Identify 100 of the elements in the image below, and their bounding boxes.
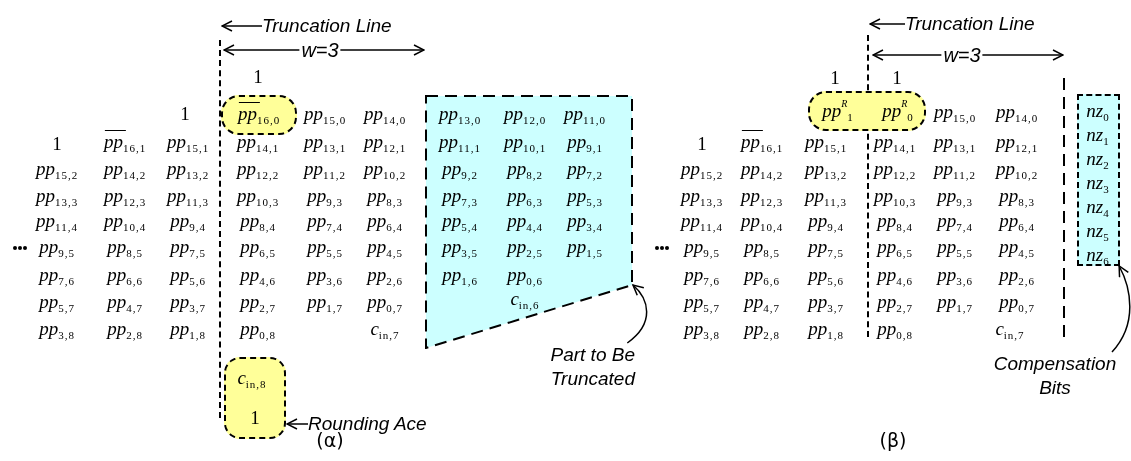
matrix-term: pp$_{7,4}$ <box>307 211 343 233</box>
matrix-term: pp$_{5,4}$ <box>442 211 478 233</box>
matrix-term: pp$_{0,7}$ <box>367 292 403 314</box>
digit-text: 1 <box>892 67 902 87</box>
dimension-label: w=3 <box>941 45 983 65</box>
matrix-term: pp$_{4,7}$ <box>744 292 780 314</box>
matrix-term: pp$_{3,7}$ <box>808 292 844 314</box>
matrix-term: pp$_{10,1}$ <box>503 132 547 154</box>
matrix-term: pp$_{2,7}$ <box>240 292 276 314</box>
matrix-term: pp$_{1,8}$ <box>808 319 844 341</box>
matrix-term: pp$_{5,5}$ <box>937 237 973 259</box>
arrow <box>286 418 309 430</box>
matrix-term: pp$_{13,3}$ <box>35 186 79 208</box>
matrix-term: pp$_{11,0}$ <box>564 104 606 126</box>
matrix-term: pp$_{0,7}$ <box>999 292 1035 314</box>
highlight-box <box>224 357 286 439</box>
matrix-term: pp$_{13,2}$ <box>166 159 210 181</box>
matrix-term: pp$_{10,2}$ <box>363 159 407 181</box>
matrix-term: pp$_{2,6}$ <box>999 265 1035 287</box>
matrix-term: nz$_{1}$ <box>1086 125 1110 147</box>
matrix-term: pp$_{7,2}$ <box>567 159 603 181</box>
matrix-term: pp$_{0,8}$ <box>240 319 276 341</box>
matrix-term: pp$_{4,7}$ <box>107 292 143 314</box>
matrix-term: pp$_{11,4}$ <box>681 211 723 233</box>
matrix-term: pp$_{5,7}$ <box>684 292 720 314</box>
matrix-term: pp$_{4,6}$ <box>877 265 913 287</box>
matrix-term: c$_{in,7}$ <box>995 319 1025 341</box>
matrix-term: pp$_{6,4}$ <box>999 211 1035 233</box>
matrix-term: pp$_{1,7}$ <box>307 292 343 314</box>
matrix-term: pp$_{5,6}$ <box>808 265 844 287</box>
matrix-term: nz$_{3}$ <box>1086 173 1110 195</box>
matrix-term: pp$_{12,1}$ <box>995 132 1039 154</box>
matrix-term: nz$_{2}$ <box>1086 149 1110 171</box>
matrix-term: pp$_{3,8}$ <box>39 319 75 341</box>
matrix-term: pp$_{2,6}$ <box>367 265 403 287</box>
matrix-term: pp$_{12,3}$ <box>103 186 147 208</box>
matrix-term: pp$_{14,1}$ <box>873 132 917 154</box>
matrix-term: c$_{in,7}$ <box>370 319 400 341</box>
matrix-term: pp$_{16,1}$ <box>103 132 147 154</box>
matrix-term: pp$_{2,8}$ <box>107 319 143 341</box>
matrix-term: pp$_{9,4}$ <box>808 211 844 233</box>
matrix-term: c$_{in,8}$ <box>237 368 267 390</box>
matrix-term: pp$_{8,2}$ <box>507 159 543 181</box>
matrix-term: pp$_{11,3}$ <box>167 186 209 208</box>
matrix-term: pp$_{6,3}$ <box>507 186 543 208</box>
matrix-term: pp$_{7,5}$ <box>170 237 206 259</box>
matrix-term: pp$_{15,2}$ <box>680 159 724 181</box>
matrix-term: pp$_{9,5}$ <box>39 237 75 259</box>
panel-caption: (α) <box>316 430 344 450</box>
matrix-term: pp$_{9,4}$ <box>170 211 206 233</box>
matrix-term: pp$_{8,4}$ <box>877 211 913 233</box>
digit-text: 1 <box>253 66 263 86</box>
matrix-term: pp$_{14,0}$ <box>363 104 407 126</box>
matrix-term: pp$_{12,3}$ <box>740 186 784 208</box>
matrix-term: pp$_{12,1}$ <box>363 132 407 154</box>
matrix-term: pp$_{6,4}$ <box>367 211 403 233</box>
matrix-term: pp$_{16,0}$ <box>237 104 281 126</box>
matrix-term: pp$_{8,3}$ <box>367 186 403 208</box>
matrix-term: pp$_{9,3}$ <box>937 186 973 208</box>
matrix-term: pp$_{7,4}$ <box>937 211 973 233</box>
matrix-term: pp$_{3,4}$ <box>567 211 603 233</box>
arrow <box>869 18 906 30</box>
matrix-term: pp$_{5,5}$ <box>307 237 343 259</box>
matrix-term: pp$_{13,2}$ <box>804 159 848 181</box>
digit-text: 1 <box>180 103 190 123</box>
matrix-term: pp$_{7,6}$ <box>684 265 720 287</box>
matrix-term: pp$_{14,0}$ <box>995 102 1039 124</box>
matrix-term: pp$_{8,3}$ <box>999 186 1035 208</box>
matrix-term: pp$_{15,2}$ <box>35 159 79 181</box>
matrix-term: pp$_{12,0}$ <box>503 104 547 126</box>
matrix-term: pp$_{15,0}$ <box>303 104 347 126</box>
truncated-region <box>425 95 633 349</box>
matrix-term: pp$_{9,1}$ <box>567 132 603 154</box>
matrix-term: pp$_{9,3}$ <box>307 186 343 208</box>
matrix-term: pp$_{13,0}$ <box>438 104 482 126</box>
highlight-box <box>808 91 926 131</box>
matrix-term: pp$_{2,7}$ <box>877 292 913 314</box>
arrow <box>626 284 648 344</box>
digit-text: 1 <box>830 67 840 87</box>
digit-text: 1 <box>52 133 62 153</box>
truncation-line <box>219 40 221 418</box>
matrix-term: pp$_{15,1}$ <box>804 132 848 154</box>
digit-text: 1 <box>250 407 260 427</box>
matrix-term: pp$_{5,6}$ <box>170 265 206 287</box>
matrix-term: pp$_{10,4}$ <box>103 211 147 233</box>
matrix-term: pp$_{11,2}$ <box>934 159 976 181</box>
matrix-term: pp$_{5,7}$ <box>39 292 75 314</box>
matrix-term: pp$_{1,5}$ <box>567 237 603 259</box>
matrix-term: pp$_{3,6}$ <box>937 265 973 287</box>
matrix-term: pp$_{1,6}$ <box>442 265 478 287</box>
matrix-term: pp$_{4,4}$ <box>507 211 543 233</box>
matrix-term: nz$_{0}$ <box>1086 101 1110 123</box>
dimension-label: w=3 <box>299 40 341 60</box>
matrix-term: pp$_{15,1}$ <box>166 132 210 154</box>
matrix-term: pp$_{3,7}$ <box>170 292 206 314</box>
panel-caption: (β) <box>879 430 907 450</box>
matrix-term: pp$_{4,5}$ <box>367 237 403 259</box>
annotation-text: Compensation Bits <box>980 352 1130 400</box>
digit-text: 1 <box>697 133 707 153</box>
matrix-term: pp$_{4,6}$ <box>240 265 276 287</box>
